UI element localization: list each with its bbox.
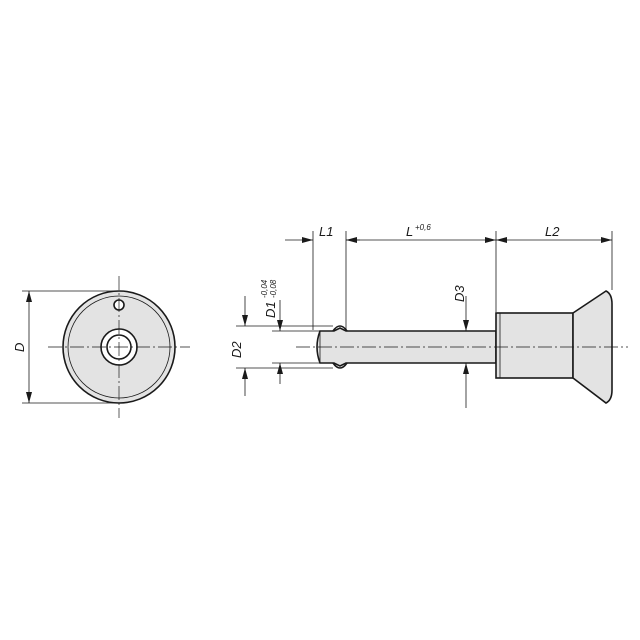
arrowhead [302, 237, 313, 243]
label-d3: D3 [452, 285, 467, 302]
label-l1: L1 [319, 224, 333, 239]
arrowhead [277, 320, 283, 331]
arrowhead [242, 368, 248, 379]
label-d: D [12, 343, 27, 352]
label-d1-tolerance-lower: -0,08 [269, 279, 278, 298]
label-l: L [406, 224, 413, 239]
arrowhead [463, 320, 469, 331]
arrowhead [496, 237, 507, 243]
ball-detent-bottom [332, 362, 348, 369]
arrowhead [346, 237, 357, 243]
label-d1-tolerance-upper: -0,04 [260, 279, 269, 298]
arrowhead [242, 315, 248, 326]
label-d2: D2 [229, 341, 244, 358]
dimension-d3: D3 [452, 285, 496, 408]
arrowhead [485, 237, 496, 243]
dimension-d2: D2 [229, 296, 333, 396]
label-l-tolerance: +0,6 [415, 223, 431, 232]
dimension-l1: L1 [285, 224, 360, 243]
arrowhead [277, 363, 283, 374]
end-view [48, 276, 190, 418]
arrowhead [26, 291, 32, 302]
dimension-l: L +0,6 [346, 223, 496, 243]
dimension-d1: D1 -0,04 -0,08 [260, 279, 320, 384]
arrowhead [26, 392, 32, 403]
collar [495, 312, 574, 379]
dimension-l2: L2 [496, 224, 612, 243]
dimension-d: D [12, 290, 119, 404]
label-l2: L2 [545, 224, 560, 239]
arrowhead [463, 363, 469, 374]
label-d1: D1 [263, 301, 278, 318]
arrowhead [601, 237, 612, 243]
